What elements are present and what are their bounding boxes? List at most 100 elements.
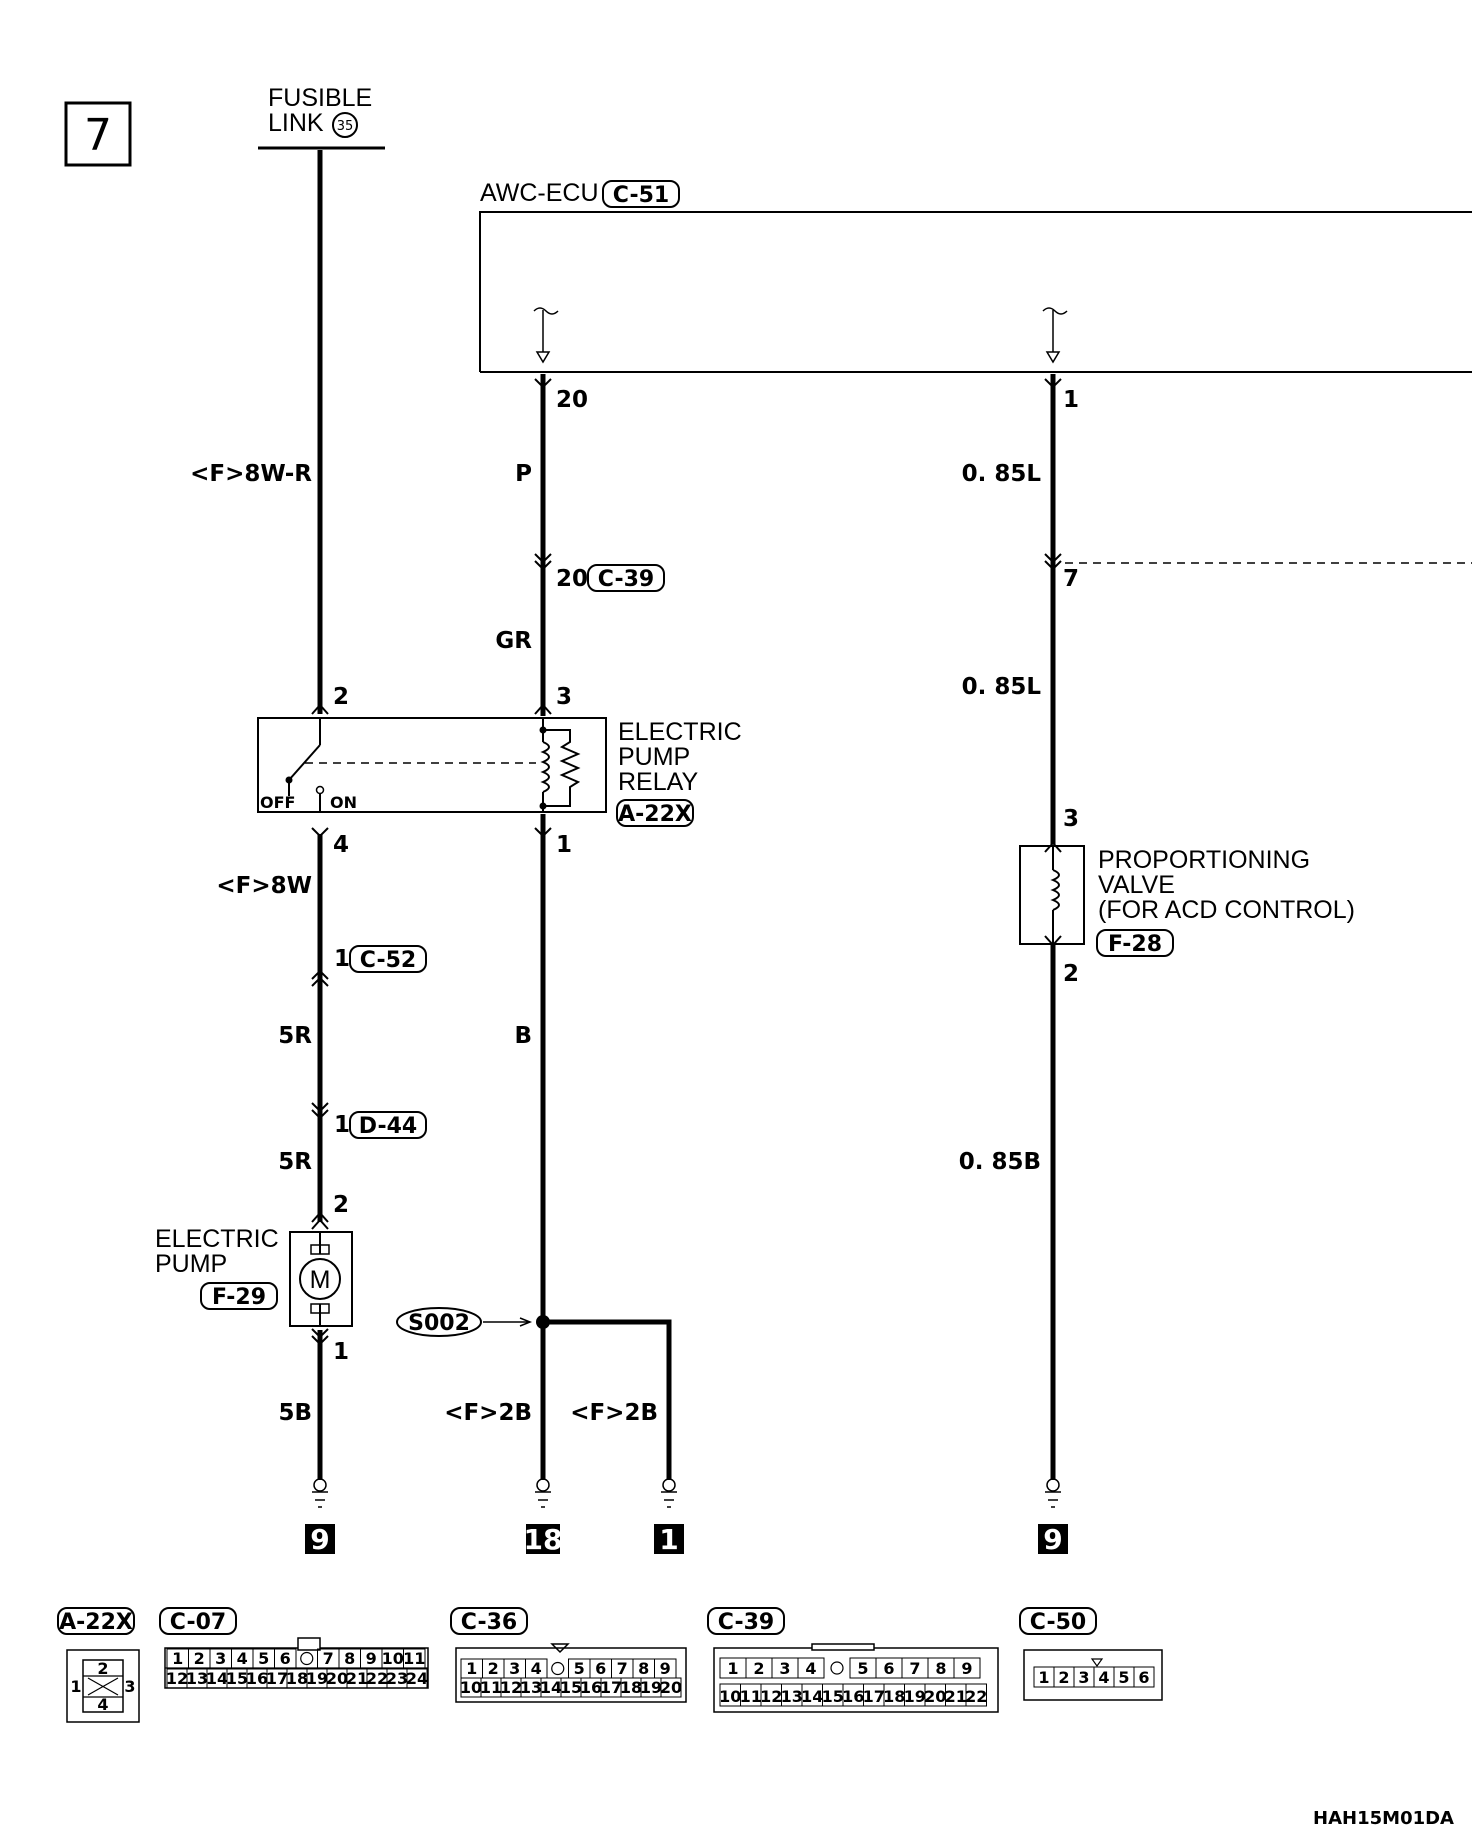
relay-label-line2: PUMP (618, 743, 690, 771)
connector-pin-number: 15 (822, 1687, 844, 1706)
relay-pin-1: 1 (556, 832, 572, 858)
wire-label-gr: GR (495, 628, 532, 654)
ground-number-2: 18 (524, 1523, 563, 1556)
connector-pin-number: 3 (779, 1659, 790, 1678)
wire-2b-branch (543, 1319, 672, 1480)
ecu-connector-tag (602, 180, 680, 208)
motor-symbol: M (310, 1266, 331, 1294)
c39-connector-label: C-39 (598, 567, 654, 592)
connector-pin-number: 14 (206, 1669, 228, 1688)
connector-pin-number: 4 (1098, 1668, 1109, 1687)
wire-label-p: P (515, 461, 532, 487)
connector-pin-cell (965, 1683, 987, 1707)
connector-pin-number: 17 (863, 1687, 885, 1706)
connector-pin-number: 9 (961, 1659, 972, 1678)
connector-pin-number: 22 (366, 1669, 388, 1688)
connector-pin-number: 21 (346, 1669, 368, 1688)
pump-pin-1: 1 (333, 1339, 349, 1365)
valve-pin-2: 2 (1063, 961, 1079, 987)
relay-pin-3: 3 (556, 684, 572, 710)
wire-label-5r-lower: 5R (278, 1149, 312, 1175)
ecu-pin-20: 20 (556, 387, 588, 413)
ecu-name: AWC-ECU (480, 179, 599, 207)
connector-pin-number: 5 (857, 1659, 868, 1678)
view-a22x-pin-2: 2 (97, 1659, 108, 1678)
connector-pin-number: 24 (406, 1669, 428, 1688)
valve-solenoid-icon (1050, 869, 1060, 911)
connector-pin-number: 20 (326, 1669, 348, 1688)
c39-pin: 20 (556, 566, 588, 592)
connector-pin-cell (953, 1657, 981, 1679)
wire-label-085l-upper: 0. 85L (962, 461, 1042, 487)
connector-pin-number: 15 (226, 1669, 248, 1688)
wire-label-085l-lower: 0. 85L (962, 674, 1042, 700)
pump-connector-label: F-29 (212, 1285, 266, 1310)
relay-connector-label: A-22X (618, 802, 692, 827)
connector-pin-number: 1 (727, 1659, 738, 1678)
connector-pin-number: 11 (403, 1649, 425, 1668)
view-c50-label: C-50 (1030, 1610, 1086, 1635)
connector-pin-number: 11 (740, 1687, 762, 1706)
connector-key-mark (300, 1651, 314, 1666)
connector-pin-number: 4 (805, 1659, 816, 1678)
view-a22x-body (66, 1649, 140, 1723)
connector-pin-number: 16 (246, 1669, 268, 1688)
connector-pin-number: 2 (488, 1659, 499, 1678)
connector-pin-number: 12 (166, 1669, 188, 1688)
connector-pin-cell (406, 1668, 428, 1689)
connector-pin-number: 17 (600, 1678, 622, 1697)
ecu-pin-1: 1 (1063, 387, 1079, 413)
c52-connector-label: C-52 (360, 948, 416, 973)
connector-pin-cell (1133, 1666, 1155, 1688)
connector-pin-number: 1 (1038, 1668, 1049, 1687)
view-a22x-pin-1: 1 (70, 1677, 81, 1696)
fusible-link-number: 35 (337, 119, 354, 134)
connector-pin-number: 20 (660, 1678, 682, 1697)
connector-pin-number: 12 (500, 1678, 522, 1697)
connector-pin-number: 1 (172, 1649, 183, 1668)
relay-coil-icon (540, 741, 550, 793)
connector-pin-number: 20 (924, 1687, 946, 1706)
ecu-output-symbol-left (533, 307, 559, 364)
valve-connector-tag (1096, 929, 1174, 957)
connector-pin-cell (797, 1657, 825, 1679)
connector-pin-cell (403, 1648, 426, 1669)
valve-pin-3: 3 (1063, 806, 1079, 832)
connector-pin-number: 10 (719, 1687, 741, 1706)
ground-symbol-4 (1045, 1478, 1061, 1508)
connector-key-mark (830, 1661, 844, 1675)
relay-pin-4: 4 (333, 832, 349, 858)
pump-connector-tag (200, 1282, 278, 1310)
connector-pin-number: 3 (509, 1659, 520, 1678)
view-c07-label: C-07 (170, 1610, 226, 1635)
view-c39-tag (707, 1607, 785, 1635)
right-pin-7: 7 (1063, 566, 1079, 592)
d44-pin: 1 (334, 1112, 350, 1138)
pump-label-line2: PUMP (155, 1250, 227, 1278)
connector-pin-number: 7 (323, 1649, 334, 1668)
connector-pin-cell (274, 1648, 297, 1669)
page-number: 7 (84, 110, 112, 161)
connector-pin-number: 4 (531, 1659, 542, 1678)
c52-connector-tag (349, 945, 427, 973)
connector-pin-number: 16 (580, 1678, 602, 1697)
connector-pin-number: 22 (965, 1687, 987, 1706)
connector-pin-number: 9 (660, 1659, 671, 1678)
connector-pin-number: 13 (520, 1678, 542, 1697)
connector-pin-number: 2 (1058, 1668, 1069, 1687)
connector-pin-number: 7 (617, 1659, 628, 1678)
c39-connector-tag (587, 564, 665, 592)
page-code: HAH15M01DA (1313, 1808, 1454, 1829)
ecu-connector-label: C-51 (613, 183, 669, 208)
connector-pin-number: 17 (266, 1669, 288, 1688)
connector-pin-number: 6 (595, 1659, 606, 1678)
fusible-link-label-line1: FUSIBLE (268, 84, 372, 112)
valve-label-line1: PROPORTIONING (1098, 846, 1310, 874)
connector-pin-number: 4 (237, 1649, 248, 1668)
pump-pin-2: 2 (333, 1192, 349, 1218)
connector-pin-number: 3 (1078, 1668, 1089, 1687)
fusible-link-number-circle (332, 112, 358, 138)
relay-off-label: OFF (260, 793, 295, 812)
